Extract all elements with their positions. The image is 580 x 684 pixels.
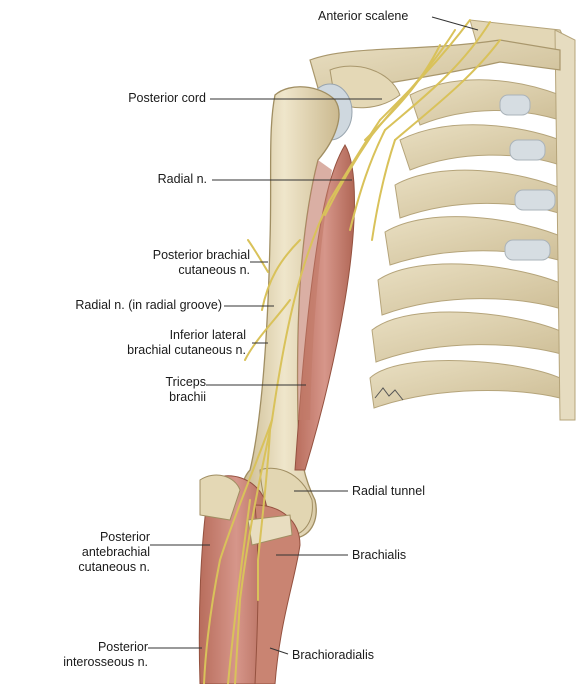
nerves [203,19,501,684]
label-inferior-lateral-brachial-cutaneous: Inferior lateral brachial cutaneous n. [127,328,246,357]
label-radial-nerve: Radial n. [157,172,207,186]
forearm-muscles [198,474,301,684]
rib-cage [369,19,576,421]
label-posterior-cord: Posterior cord [128,91,206,105]
label-posterior-brachial-cutaneous: Posterior brachial cutaneous n. [152,248,250,277]
label-posterior-antebrachial-cutaneous: Posterior antebrachial cutaneous n. [78,530,150,574]
leader-lines [148,16,479,655]
label-radial-tunnel: Radial tunnel [352,484,425,498]
label-triceps-brachii: Triceps brachii [165,375,206,404]
triceps-muscle [294,144,355,471]
label-radial-groove: Radial n. (in radial groove) [75,298,222,312]
label-brachialis: Brachialis [352,548,407,562]
label-posterior-interosseous: Posterior interosseous n. [63,640,148,669]
label-anterior-scalene: Anterior scalene [318,9,409,23]
label-brachioradialis: Brachioradialis [292,648,374,662]
